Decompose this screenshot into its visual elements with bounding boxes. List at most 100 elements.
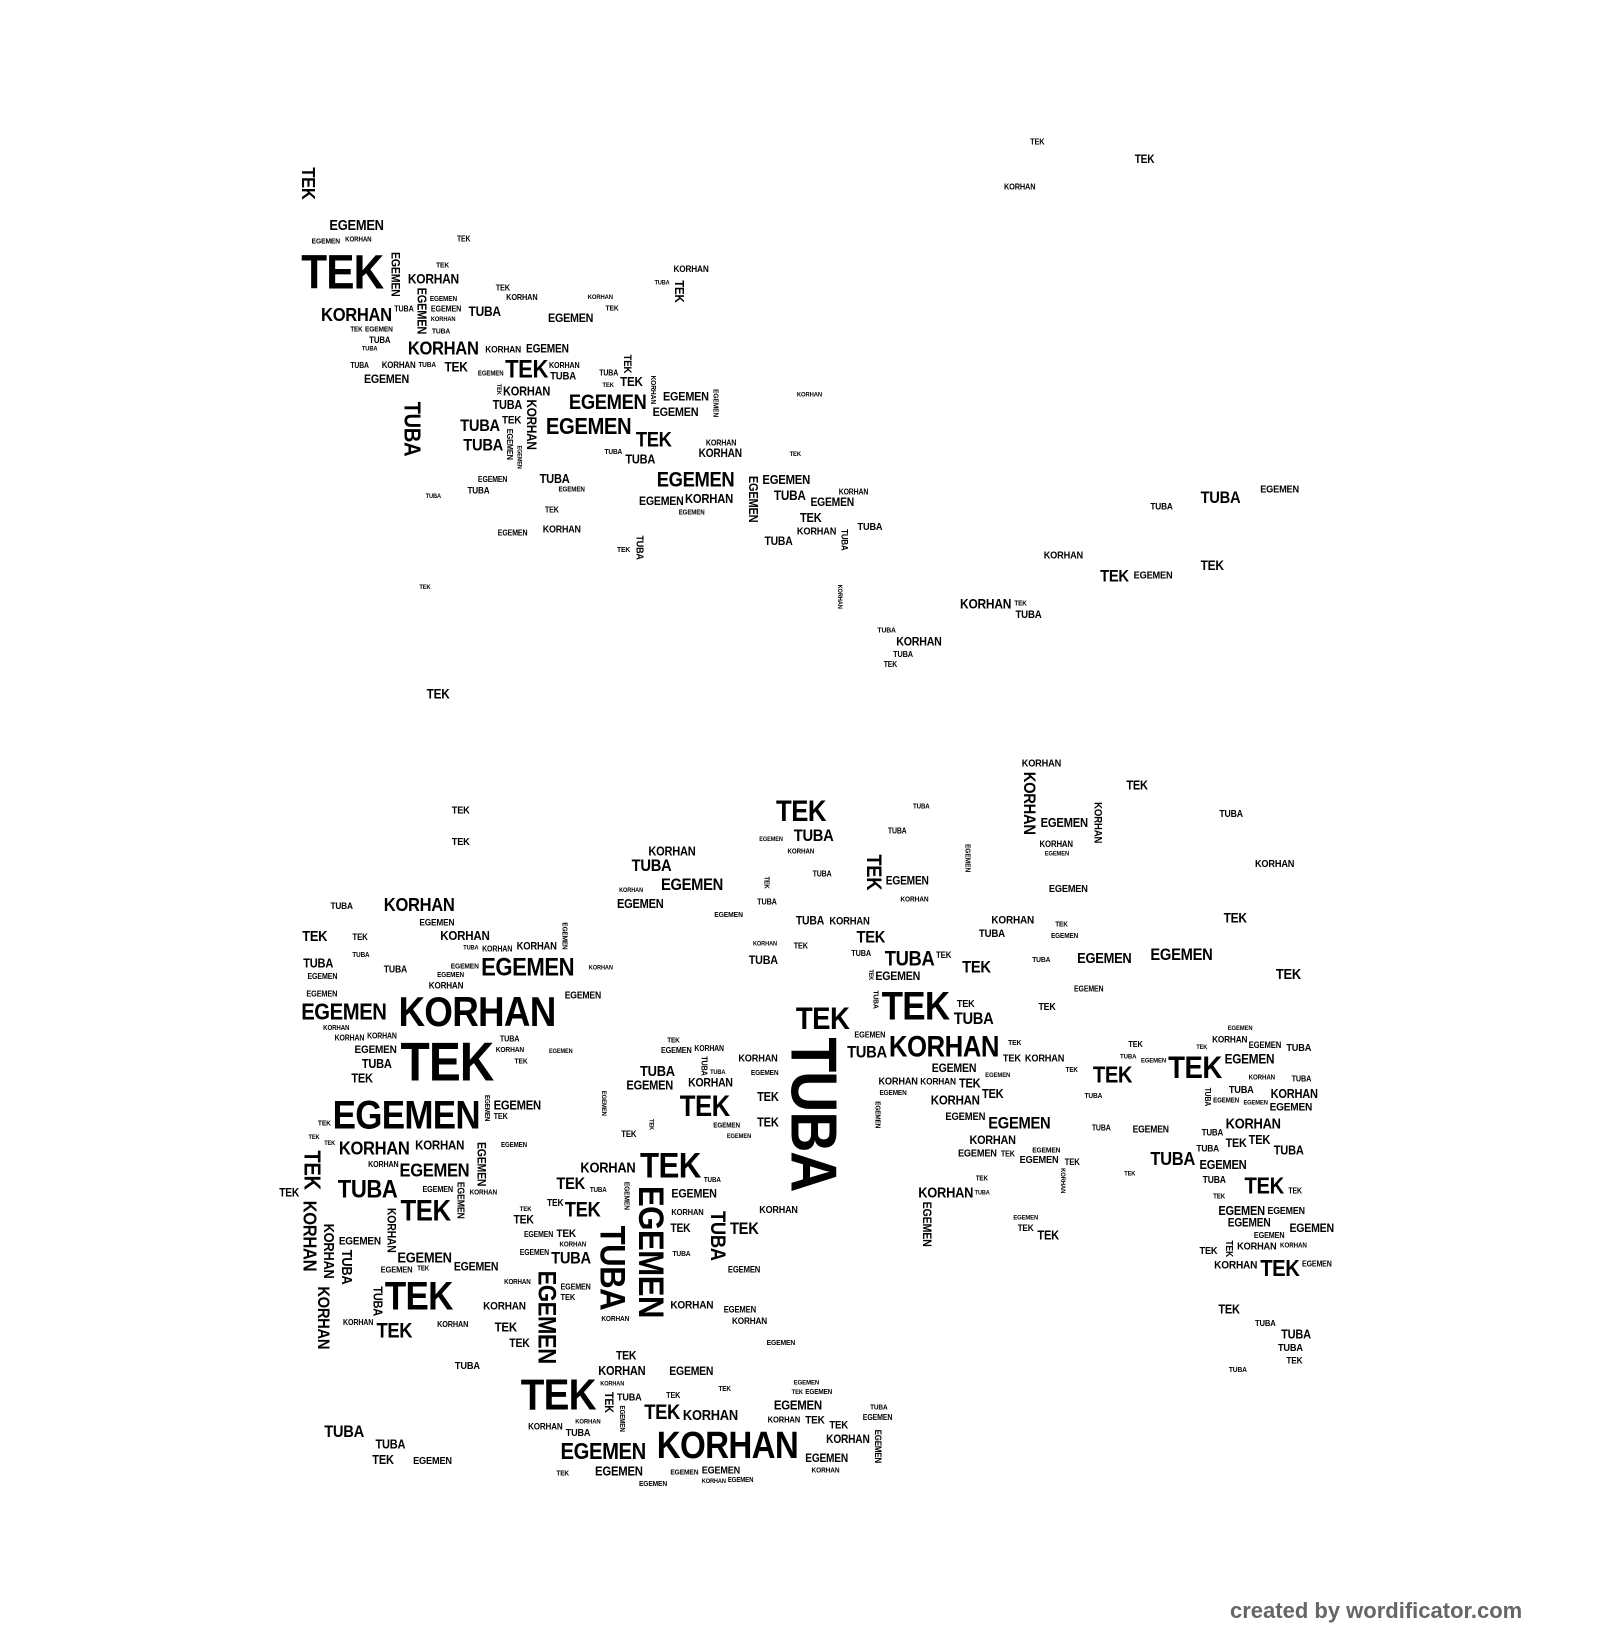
word-tek: TEK <box>647 1119 656 1131</box>
word-tuba: TUBA <box>703 1176 721 1184</box>
word-tuba: TUBA <box>978 928 1006 941</box>
word-tuba: TUBA <box>851 948 871 959</box>
word-tek: TEK <box>513 1213 534 1227</box>
word-egemen: EGEMEN <box>622 1181 632 1210</box>
word-egemen: EGEMEN <box>329 216 384 234</box>
word-egemen: EGEMEN <box>701 1464 740 1477</box>
word-tek: TEK <box>494 1319 518 1335</box>
word-tuba: TUBA <box>1277 1342 1303 1355</box>
word-korhan: KORHAN <box>344 236 372 244</box>
word-egemen: EGEMEN <box>617 896 664 912</box>
word-tuba: TUBA <box>871 990 881 1009</box>
word-tuba: TUBA <box>892 649 913 659</box>
word-korhan: KORHAN <box>599 1380 624 1389</box>
word-korhan: KORHAN <box>895 635 942 649</box>
word-tek: TEK <box>617 545 631 555</box>
word-egemen: EGEMEN <box>1132 1124 1170 1135</box>
word-tek: TEK <box>556 1175 585 1194</box>
word-tek: TEK <box>301 244 384 300</box>
word-korhan: KORHAN <box>440 928 490 944</box>
word-tek: TEK <box>718 1386 732 1394</box>
word-tek: TEK <box>958 1076 981 1091</box>
word-tuba: TUBA <box>550 1249 591 1268</box>
word-egemen: EGEMEN <box>338 1235 382 1249</box>
word-tek: TEK <box>1008 1037 1022 1047</box>
word-egemen: EGEMEN <box>568 390 647 415</box>
word-egemen: EGEMEN <box>419 917 455 928</box>
word-tek: TEK <box>372 1452 394 1468</box>
word-egemen: EGEMEN <box>397 1248 452 1266</box>
word-egemen: EGEMEN <box>399 1159 470 1181</box>
word-egemen: EGEMEN <box>873 1100 881 1128</box>
word-egemen: EGEMEN <box>1224 1051 1274 1068</box>
word-tek: TEK <box>1286 1355 1303 1366</box>
word-tuba: TUBA <box>1273 1143 1304 1158</box>
word-tek: TEK <box>1017 1222 1034 1233</box>
word-tuba: TUBA <box>361 345 378 353</box>
word-egemen: EGEMEN <box>1242 1099 1268 1107</box>
word-tek: TEK <box>1065 1156 1081 1167</box>
word-tek: TEK <box>1002 1053 1021 1065</box>
word-egemen: EGEMEN <box>301 998 387 1025</box>
word-tek: TEK <box>556 1469 570 1478</box>
word-tek: TEK <box>376 1319 413 1343</box>
word-korhan: KORHAN <box>688 1076 734 1090</box>
word-tuba: TUBA <box>812 869 832 879</box>
word-korhan: KORHAN <box>407 270 459 287</box>
word-tek: TEK <box>1065 1066 1078 1074</box>
word-egemen: EGEMEN <box>1019 1154 1059 1167</box>
word-tek: TEK <box>436 260 450 270</box>
word-tek: TEK <box>426 685 450 702</box>
word-egemen: EGEMEN <box>723 1303 757 1315</box>
word-egemen: EGEMEN <box>565 990 602 1002</box>
word-korhan: KORHAN <box>796 390 822 398</box>
word-tek: TEK <box>520 1369 597 1420</box>
word-tek: TEK <box>556 1227 577 1241</box>
word-egemen: EGEMEN <box>545 413 632 440</box>
word-tek: TEK <box>644 1401 680 1425</box>
word-korhan: KORHAN <box>484 344 521 355</box>
word-tuba: TUBA <box>1291 1074 1312 1084</box>
word-tek: TEK <box>351 931 368 943</box>
word-tuba: TUBA <box>352 952 370 960</box>
word-egemen: EGEMEN <box>1227 1024 1252 1033</box>
word-korhan: KORHAN <box>969 1132 1017 1147</box>
word-korhan: KORHAN <box>517 941 558 953</box>
word-tek: TEK <box>495 282 511 293</box>
word-tek: TEK <box>856 929 886 947</box>
word-korhan: KORHAN <box>1248 1074 1275 1082</box>
word-tuba: TUBA <box>1286 1042 1312 1055</box>
word-tuba: TUBA <box>839 529 851 551</box>
word-korhan: KORHAN <box>732 1315 768 1326</box>
word-tek: TEK <box>299 1150 326 1190</box>
word-egemen: EGEMEN <box>1269 1101 1313 1114</box>
word-tuba: TUBA <box>394 304 414 315</box>
word-egemen: EGEMEN <box>1213 1096 1239 1105</box>
word-egemen: EGEMEN <box>713 1122 741 1130</box>
word-korhan: KORHAN <box>549 361 581 371</box>
word-korhan: KORHAN <box>702 1477 727 1485</box>
word-korhan: KORHAN <box>826 1433 870 1447</box>
word-tuba: TUBA <box>654 280 670 288</box>
word-tek: TEK <box>620 354 633 374</box>
word-egemen: EGEMEN <box>1133 569 1173 582</box>
word-tek: TEK <box>795 1002 850 1037</box>
word-egemen: EGEMEN <box>678 509 705 517</box>
word-korhan: KORHAN <box>670 1299 714 1312</box>
word-egemen: EGEMEN <box>482 1095 491 1122</box>
word-tek: TEK <box>615 1349 637 1363</box>
word-egemen: EGEMEN <box>988 1114 1051 1133</box>
word-korhan: KORHAN <box>575 1417 601 1426</box>
word-korhan: KORHAN <box>504 1278 532 1286</box>
word-korhan: KORHAN <box>338 1137 410 1159</box>
word-tek: TEK <box>1030 136 1045 147</box>
word-tek: TEK <box>1275 965 1301 983</box>
word-tuba: TUBA <box>1196 1142 1220 1154</box>
word-korhan: KORHAN <box>1270 1086 1318 1102</box>
word-tuba: TUBA <box>796 914 825 928</box>
word-korhan: KORHAN <box>482 1299 526 1313</box>
word-egemen: EGEMEN <box>670 1187 717 1201</box>
word-korhan: KORHAN <box>835 584 843 609</box>
word-tuba: TUBA <box>846 1043 887 1062</box>
